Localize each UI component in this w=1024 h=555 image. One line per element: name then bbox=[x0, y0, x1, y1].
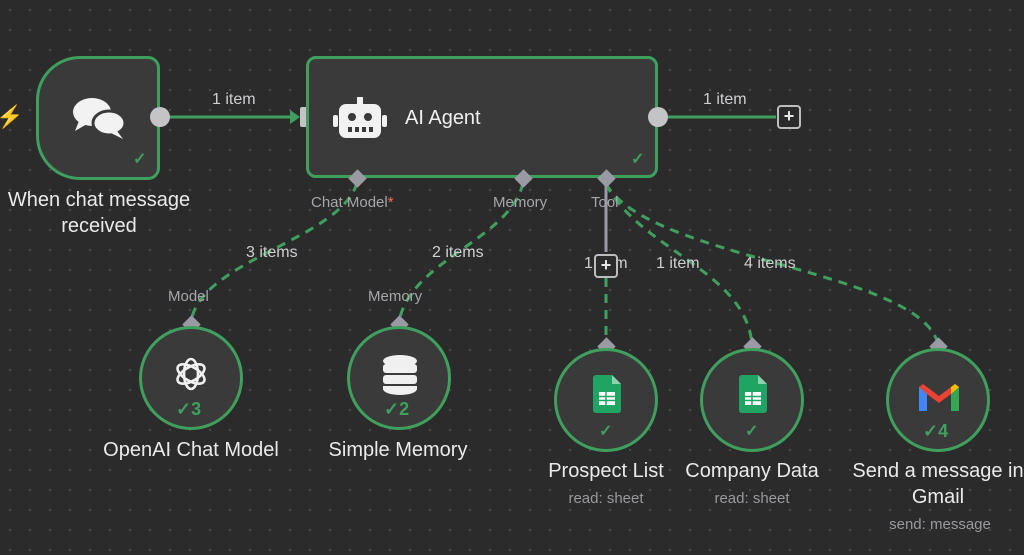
gmail-subtitle: send: message bbox=[889, 516, 991, 533]
google-sheets-icon bbox=[593, 375, 621, 413]
prospect-list-node[interactable]: ✓ bbox=[554, 348, 658, 452]
gmail-node[interactable]: ✓4 bbox=[886, 348, 990, 452]
edge-label-trigger-agent: 1 item bbox=[212, 91, 256, 108]
run-count: ✓2 bbox=[384, 399, 410, 419]
chat-trigger-node[interactable]: ✓ bbox=[36, 56, 160, 180]
trigger-output-handle[interactable] bbox=[150, 107, 170, 127]
openai-chat-model-node[interactable]: ✓3 bbox=[139, 326, 243, 430]
edge-label-agent-output: 1 item bbox=[703, 91, 747, 108]
trigger-node-label: When chat message received bbox=[7, 189, 191, 237]
prospect-list-label: Prospect List bbox=[548, 460, 664, 482]
robot-icon bbox=[333, 97, 387, 138]
add-node-button[interactable]: + bbox=[777, 105, 801, 129]
chat-model-port-label: Chat Model* bbox=[311, 194, 394, 211]
edge-label-model: 3 items bbox=[246, 244, 298, 261]
company-data-node[interactable]: ✓ bbox=[700, 348, 804, 452]
agent-input-handle[interactable] bbox=[300, 107, 310, 127]
edge-label-tool-gmail: 4 items bbox=[744, 255, 796, 272]
edge-label-memory: 2 items bbox=[432, 244, 484, 261]
agent-node-title: AI Agent bbox=[405, 107, 481, 129]
run-count: ✓3 bbox=[176, 399, 202, 419]
tool-port-label: Tool bbox=[591, 194, 619, 211]
gmail-icon bbox=[919, 384, 959, 411]
add-tool-button[interactable]: + bbox=[594, 254, 618, 278]
success-check-icon: ✓ bbox=[599, 423, 613, 440]
run-count: ✓4 bbox=[923, 421, 949, 441]
edge-arrow bbox=[290, 110, 300, 124]
company-data-subtitle: read: sheet bbox=[714, 490, 790, 507]
company-data-label: Company Data bbox=[685, 460, 819, 482]
database-icon bbox=[383, 355, 417, 395]
simple-memory-label: Simple Memory bbox=[328, 439, 468, 461]
success-check-icon: ✓ bbox=[133, 151, 147, 168]
google-sheets-icon bbox=[739, 375, 767, 413]
openai-chat-model-label: OpenAI Chat Model bbox=[103, 439, 279, 461]
success-check-icon: ✓ bbox=[631, 151, 645, 168]
ai-agent-node[interactable]: AI Agent ✓ bbox=[306, 56, 658, 178]
simple-memory-node[interactable]: ✓2 bbox=[347, 326, 451, 430]
model-port-label: Model bbox=[168, 288, 209, 305]
prospect-list-subtitle: read: sheet bbox=[568, 490, 644, 507]
memory-sub-port-label: Memory bbox=[368, 288, 423, 305]
agent-output-handle[interactable] bbox=[648, 107, 668, 127]
trigger-bolt-icon: ⚡ bbox=[0, 104, 24, 129]
chat-bubbles-icon bbox=[73, 98, 127, 139]
success-check-icon: ✓ bbox=[745, 423, 759, 440]
edge-label-tool-company: 1 item bbox=[656, 255, 700, 272]
gmail-label: Send a message in Gmail bbox=[852, 460, 1024, 508]
openai-icon bbox=[176, 357, 206, 391]
memory-port-label: Memory bbox=[493, 194, 548, 211]
